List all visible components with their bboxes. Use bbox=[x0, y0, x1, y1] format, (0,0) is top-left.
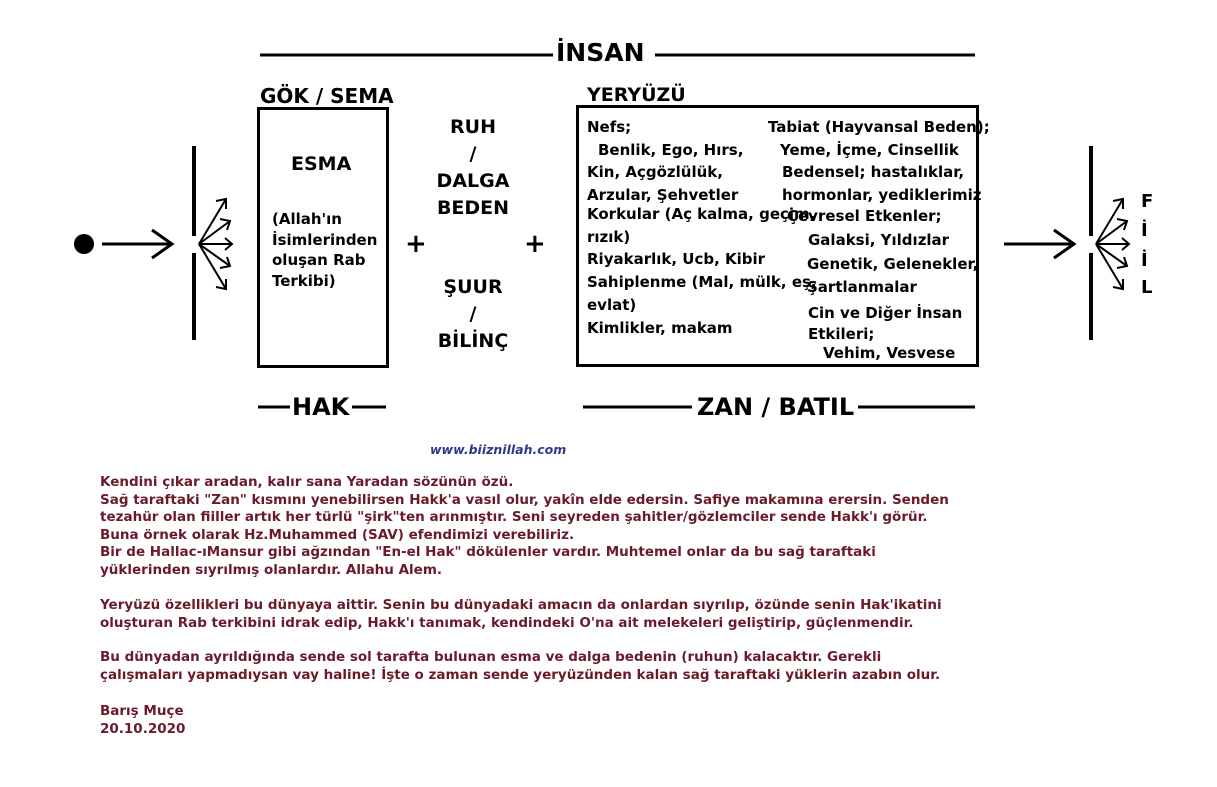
output-letter: İ bbox=[1141, 220, 1148, 241]
left-fan-arrows-icon bbox=[198, 197, 234, 291]
date: 20.10.2020 bbox=[100, 720, 186, 737]
tabiat-item: Etkileri; bbox=[808, 325, 875, 343]
output-arrow-head bbox=[1053, 228, 1077, 260]
tabiat-item: Bedensel; hastalıklar, bbox=[782, 163, 965, 181]
tabiat-item: hormonlar, yediklerimiz bbox=[782, 186, 982, 204]
esma-box bbox=[257, 107, 389, 368]
ruh-line: RUH bbox=[450, 116, 496, 138]
suur-line: ŞUUR bbox=[443, 276, 503, 298]
ruh-block: RUH / DALGA BEDEN bbox=[413, 114, 533, 222]
tabiat-item: Çevresel Etkenler; bbox=[787, 207, 942, 225]
start-dot bbox=[74, 234, 94, 254]
esma-line: oluşan Rab bbox=[272, 251, 366, 269]
tabiat-item: Yeme, İçme, Cinsellik bbox=[780, 141, 959, 159]
left-header: GÖK / SEMA bbox=[260, 84, 394, 108]
nefs-item: evlat) bbox=[587, 296, 637, 314]
paragraph-line: tezahür olan fiiller artık her türlü "şi… bbox=[100, 509, 928, 525]
plus-sign-left: + bbox=[405, 229, 427, 259]
ruh-line: DALGA bbox=[436, 170, 510, 192]
tabiat-item: Şartlanmalar bbox=[807, 278, 917, 296]
paragraph-3: Bu dünyadan ayrıldığında sende sol taraf… bbox=[100, 649, 940, 684]
author-name: Barış Muçe bbox=[100, 703, 184, 719]
paragraph-line: Kendini çıkar aradan, kalır sana Yaradan… bbox=[100, 474, 514, 490]
right-header: YERYÜZÜ bbox=[587, 84, 686, 106]
paragraph-line: yüklerinden sıyrılmış olanlardır. Allahu… bbox=[100, 561, 443, 578]
esma-line: Terkibi) bbox=[272, 271, 336, 290]
tabiat-item: Tabiat (Hayvansal Beden); bbox=[768, 118, 990, 136]
output-letter: İ bbox=[1141, 250, 1148, 271]
paragraph-line: Sağ taraftaki "Zan" kısmını yenebilirsen… bbox=[100, 491, 949, 508]
esma-line: İsimlerinden bbox=[272, 230, 378, 249]
paragraph-line: Bu dünyadan ayrıldığında sende sol taraf… bbox=[100, 649, 882, 665]
paragraph-line: Yeryüzü özellikleri bu dünyaya aittir. S… bbox=[100, 597, 942, 613]
tabiat-item: Cin ve Diğer İnsan bbox=[808, 304, 963, 322]
paragraph-1: Kendini çıkar aradan, kalır sana Yaradan… bbox=[100, 474, 949, 579]
website-link[interactable]: www.biiznillah.com bbox=[430, 442, 567, 457]
nefs-item: Riyakarlık, Ucb, Kibir bbox=[587, 250, 766, 268]
esma-description: (Allah'ın İsimlerinden oluşan Rab Terkib… bbox=[272, 209, 377, 291]
suur-line: / bbox=[469, 303, 477, 325]
esma-line: (Allah'ın bbox=[272, 210, 342, 228]
tabiat-item: Galaksi, Yıldızlar bbox=[808, 231, 950, 249]
zan-batil-label: ZAN / BATIL bbox=[697, 393, 855, 421]
paragraph-line: çalışmaları yapmadıysan vay haline! İşte… bbox=[100, 666, 941, 683]
hak-label: HAK bbox=[292, 393, 350, 421]
output-letter: L bbox=[1141, 277, 1153, 298]
nefs-item: rızık) bbox=[587, 228, 631, 246]
paragraph-2: Yeryüzü özellikleri bu dünyaya aittir. S… bbox=[100, 597, 942, 632]
nefs-item: Nefs; bbox=[587, 118, 632, 136]
suur-line: BİLİNÇ bbox=[437, 330, 509, 352]
paragraph-line: Buna örnek olarak Hz.Muhammed (SAV) efen… bbox=[100, 526, 575, 543]
paragraph-line: Bir de Hallac-ıMansur gibi ağzından "En-… bbox=[100, 544, 876, 560]
signature: Barış Muçe 20.10.2020 bbox=[100, 703, 185, 738]
nefs-item: Arzular, Şehvetler bbox=[587, 186, 739, 204]
tabiat-item: Vehim, Vesvese bbox=[823, 344, 956, 362]
title-insan: İNSAN bbox=[556, 38, 645, 67]
output-letter: F bbox=[1141, 191, 1154, 212]
esma-title: ESMA bbox=[291, 153, 352, 175]
ruh-line: / bbox=[469, 143, 477, 165]
nefs-item: Kimlikler, makam bbox=[587, 319, 733, 337]
ruh-line: BEDEN bbox=[436, 197, 510, 219]
nefs-item: Sahiplenme (Mal, mülk, eş, bbox=[587, 273, 817, 291]
nefs-item: Korkular (Aç kalma, geçim, bbox=[587, 205, 816, 223]
paragraph-line: oluşturan Rab terkibini idrak edip, Hakk… bbox=[100, 614, 914, 631]
input-arrow-head bbox=[151, 228, 175, 260]
yeryuzu-box bbox=[576, 105, 979, 367]
nefs-item: Kin, Açgözlülük, bbox=[587, 163, 723, 181]
right-fan-arrows-icon bbox=[1095, 197, 1131, 291]
plus-sign-right: + bbox=[524, 229, 546, 259]
nefs-item: Benlik, Ego, Hırs, bbox=[598, 141, 744, 159]
tabiat-item: Genetik, Gelenekler, bbox=[807, 255, 979, 273]
suur-block: ŞUUR / BİLİNÇ bbox=[413, 274, 533, 355]
